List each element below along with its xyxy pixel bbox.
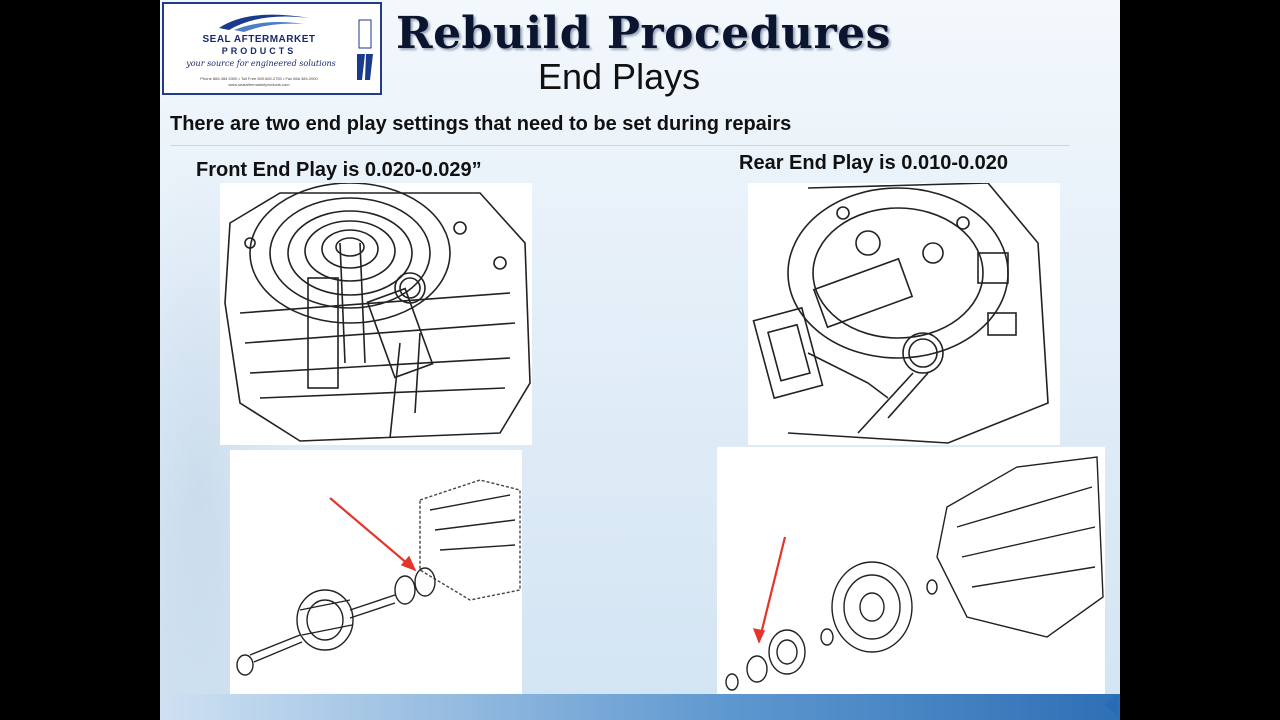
logo-brand-line2: PRODUCTS bbox=[221, 46, 297, 56]
select-disc-figure bbox=[717, 447, 1105, 700]
rear-end-play-figure bbox=[748, 183, 1060, 445]
dial-indicator-diagram-icon bbox=[224, 183, 531, 442]
swoosh-icon bbox=[219, 14, 309, 32]
logo-website: www.sealaftermarketproducts.com bbox=[228, 82, 290, 87]
previous-slide-icon[interactable] bbox=[1104, 694, 1118, 716]
exploded-view-diagram-icon bbox=[236, 479, 521, 676]
intro-text: There are two end play settings that nee… bbox=[170, 113, 792, 135]
footer-bar bbox=[160, 694, 1120, 720]
exploded-view-diagram-icon bbox=[725, 456, 1104, 691]
slide-subtitle: End Plays bbox=[538, 56, 701, 97]
divider bbox=[170, 145, 1070, 146]
logo-contact-phone: Phone 866.384.5300 • Toll Free 800.682.2… bbox=[200, 76, 318, 81]
rear-end-play-label: Rear End Play is 0.010-0.020 bbox=[739, 152, 1009, 174]
front-end-play-label: Front End Play is 0.020-0.029” bbox=[196, 159, 482, 181]
company-logo: SEAL AFTERMARKET PRODUCTS your source fo… bbox=[162, 2, 382, 95]
logo-contact: Phone 866.384.5300 • Toll Free 800.682.2… bbox=[174, 76, 344, 88]
slide-title: Rebuild Procedures bbox=[396, 8, 891, 59]
logo-brand-line1: SEAL AFTERMARKET bbox=[202, 34, 316, 45]
dial-indicator-diagram-icon bbox=[752, 183, 1049, 444]
brand-badge-icon bbox=[354, 14, 376, 86]
logo-tagline: your source for engineered solutions bbox=[186, 59, 336, 68]
front-end-play-figure bbox=[220, 183, 532, 445]
bearing-spacer-figure bbox=[230, 450, 522, 696]
slide: SEAL AFTERMARKET PRODUCTS your source fo… bbox=[160, 0, 1120, 720]
